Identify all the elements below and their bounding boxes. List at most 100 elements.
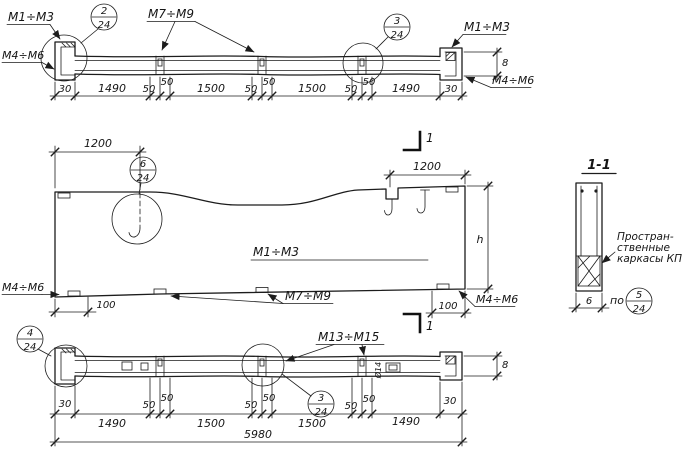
m13m15-label: М13÷М15 bbox=[318, 330, 379, 344]
note-line: каркасы КП bbox=[617, 253, 682, 265]
callout-den: 24 bbox=[137, 173, 150, 184]
dim-text: 1200 bbox=[413, 160, 441, 173]
bottom-embeds: Ø14 bbox=[121, 361, 401, 379]
note-line: Простран- bbox=[617, 231, 674, 243]
section-cut-marks: 1 1 bbox=[402, 130, 434, 334]
dim-text: 50 bbox=[143, 84, 156, 95]
dim-text: 50 bbox=[245, 400, 258, 411]
dim-text: 1490 bbox=[392, 82, 420, 95]
top-ribs bbox=[155, 55, 367, 75]
dim-text: 50 bbox=[161, 393, 174, 404]
label-m4m6-top-left: М4÷М6 bbox=[1, 49, 55, 70]
detail-circle-rib bbox=[241, 343, 285, 387]
bottom-plan-view: Ø14 4 24 3 24 М13÷М15 bbox=[16, 325, 508, 447]
top-dimensions: 30 1490 50 50 1500 50 50 1500 50 50 1490… bbox=[49, 47, 508, 101]
detail-circle-hook bbox=[111, 193, 163, 245]
dim-text: 50 bbox=[263, 393, 276, 404]
hidden-hook-detail bbox=[128, 192, 141, 238]
callout-2-24: 2 24 bbox=[80, 3, 118, 44]
callout-num: 6 bbox=[140, 159, 146, 170]
callout-5-24: по 5 24 bbox=[610, 287, 653, 315]
section-body bbox=[575, 182, 603, 292]
bottom-ribs bbox=[155, 355, 367, 377]
dim-text: 1490 bbox=[98, 417, 126, 430]
label-m4m6-top-right: М4÷М6 bbox=[465, 74, 534, 88]
po-label: по bbox=[610, 294, 624, 307]
dim-text: 30 bbox=[59, 84, 72, 95]
section-mark-label: 1 bbox=[426, 319, 434, 333]
label-m4m6-mid-left: М4÷М6 bbox=[1, 281, 60, 299]
total-dim-text: 5980 bbox=[244, 428, 272, 441]
end-thickness-dim: 8 bbox=[502, 360, 508, 371]
m7m9-label: М7÷М9 bbox=[285, 289, 331, 303]
dim-text: 30 bbox=[445, 84, 458, 95]
dim-text: 1490 bbox=[392, 415, 420, 428]
callout-num: 5 bbox=[636, 290, 642, 301]
dim-100-right: 100 bbox=[425, 290, 472, 319]
dim-text: 1200 bbox=[84, 137, 112, 150]
label-m7m9-bottom: М7÷М9 bbox=[170, 289, 334, 304]
callout-den: 24 bbox=[98, 20, 111, 31]
m4m6-label: М4÷М6 bbox=[2, 281, 44, 294]
dim-text: 1500 bbox=[197, 417, 225, 430]
dim-1200-left: 1200 bbox=[48, 137, 147, 191]
rebar-dot bbox=[594, 189, 598, 193]
lifting-loop-hooks bbox=[384, 189, 430, 216]
top-plan-view: 2 24 3 24 М1÷М3 М7÷М9 М1÷М3 М4 bbox=[1, 3, 534, 101]
diameter-label: Ø14 bbox=[373, 362, 383, 379]
callout-6-24: 6 24 bbox=[129, 156, 157, 195]
callout-den: 24 bbox=[24, 342, 37, 353]
dim-text: 6 bbox=[586, 296, 592, 307]
callout-3-24-top: 3 24 bbox=[375, 13, 411, 50]
elevation-view: 6 24 1200 1200 h 100 bbox=[1, 130, 518, 334]
dim-text: 100 bbox=[96, 300, 115, 311]
spatial-cage-note: Простран- ственные каркасы КП bbox=[601, 231, 682, 265]
dim-text: 50 bbox=[363, 77, 376, 88]
m4m6-label: М4÷М6 bbox=[2, 49, 44, 62]
dim-text: 1500 bbox=[298, 417, 326, 430]
dim-text: 50 bbox=[345, 401, 358, 412]
dim-1200-right: 1200 bbox=[383, 160, 472, 188]
dim-text: 1490 bbox=[98, 82, 126, 95]
callout-den: 24 bbox=[315, 407, 328, 418]
label-m7m9-top: М7÷М9 bbox=[146, 7, 255, 53]
m1m3-label: М1÷М3 bbox=[8, 10, 54, 24]
dim-100-left: 100 bbox=[48, 296, 116, 318]
callout-num: 2 bbox=[101, 6, 107, 17]
dim-text: 50 bbox=[263, 77, 276, 88]
callout-den: 24 bbox=[633, 304, 646, 315]
section-title: 1-1 bbox=[587, 158, 611, 173]
bottom-beam-outline bbox=[54, 347, 463, 385]
dim-text: 50 bbox=[363, 394, 376, 405]
m1m3-label: М1÷М3 bbox=[464, 20, 510, 34]
m1m3-label: М1÷М3 bbox=[253, 245, 299, 259]
dim-text: 50 bbox=[143, 400, 156, 411]
dim-text: 50 bbox=[245, 84, 258, 95]
dim-text: 1500 bbox=[197, 82, 225, 95]
cage-section-hatch bbox=[577, 255, 601, 287]
dim-text: 30 bbox=[59, 399, 72, 410]
detail-circle-left-end bbox=[40, 34, 88, 82]
embed-plates bbox=[57, 186, 459, 297]
note-line: ственные bbox=[617, 242, 670, 254]
detail-circle-left-end bbox=[44, 344, 88, 388]
dim-text: 50 bbox=[161, 77, 174, 88]
height-dim: h bbox=[477, 233, 484, 246]
label-m13m15: М13÷М15 bbox=[285, 330, 385, 362]
rebar-dot bbox=[580, 189, 584, 193]
panel-outline bbox=[54, 185, 466, 298]
bottom-dimensions: 30 1490 50 50 1500 50 50 1500 50 50 1490… bbox=[49, 351, 508, 447]
end-thickness-dim: 8 bbox=[502, 58, 508, 69]
dim-h: h bbox=[466, 181, 494, 294]
dim-6: 6 bbox=[568, 292, 610, 313]
m7m9-label: М7÷М9 bbox=[148, 7, 194, 21]
dim-text: 1500 bbox=[298, 82, 326, 95]
callout-num: 3 bbox=[394, 16, 400, 27]
section-1-1-view: 1-1 Простран- ственные каркасы КП по 5 2… bbox=[568, 158, 682, 315]
dim-text: 50 bbox=[345, 84, 358, 95]
callout-num: 3 bbox=[318, 393, 324, 404]
section-mark-label: 1 bbox=[426, 131, 434, 145]
dim-text: 100 bbox=[438, 301, 457, 312]
